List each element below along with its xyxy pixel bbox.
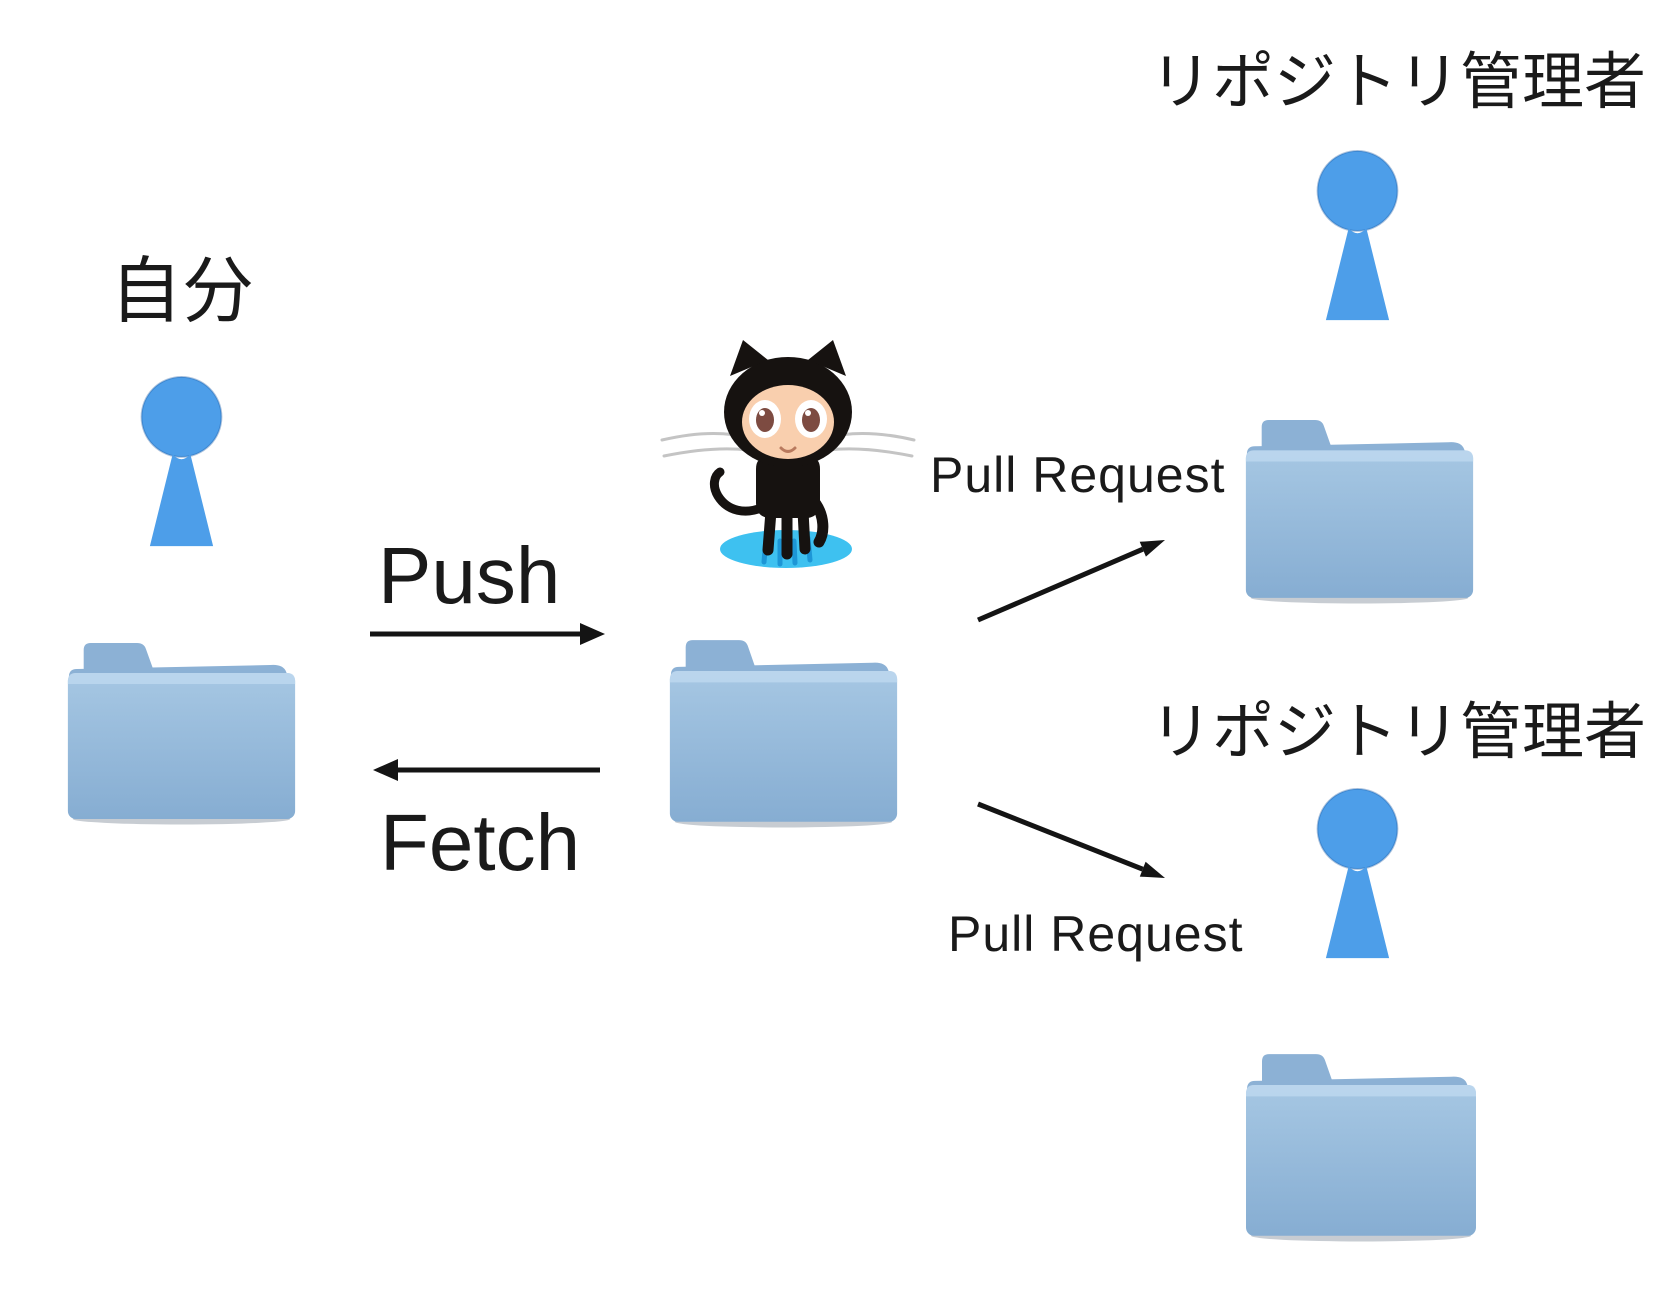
admin-bottom-label: リポジトリ管理者 <box>1150 698 1647 767</box>
fetch-arrow <box>373 759 600 781</box>
pull-request-bottom-arrow <box>977 801 1165 878</box>
admin-top-label: リポジトリ管理者 <box>1150 48 1647 117</box>
admin-top-person-icon <box>1311 150 1404 322</box>
pull-request-bottom-label: Pull Request <box>948 906 1244 962</box>
pull-request-top-label: Pull Request <box>930 447 1226 503</box>
push-label: Push <box>378 531 561 620</box>
fetch-label: Fetch <box>380 798 581 887</box>
self-person-icon <box>135 376 228 548</box>
self-folder-icon <box>58 641 305 825</box>
admin-top-folder-icon <box>1236 418 1483 604</box>
push-arrow <box>370 623 605 645</box>
octocat-icon <box>660 340 916 568</box>
pull-request-top-arrow <box>977 540 1165 623</box>
github-folder-icon <box>660 638 907 828</box>
admin-bottom-folder-icon <box>1236 1052 1486 1242</box>
admin-bottom-person-icon <box>1311 788 1404 960</box>
self-label: 自分 <box>110 252 255 332</box>
